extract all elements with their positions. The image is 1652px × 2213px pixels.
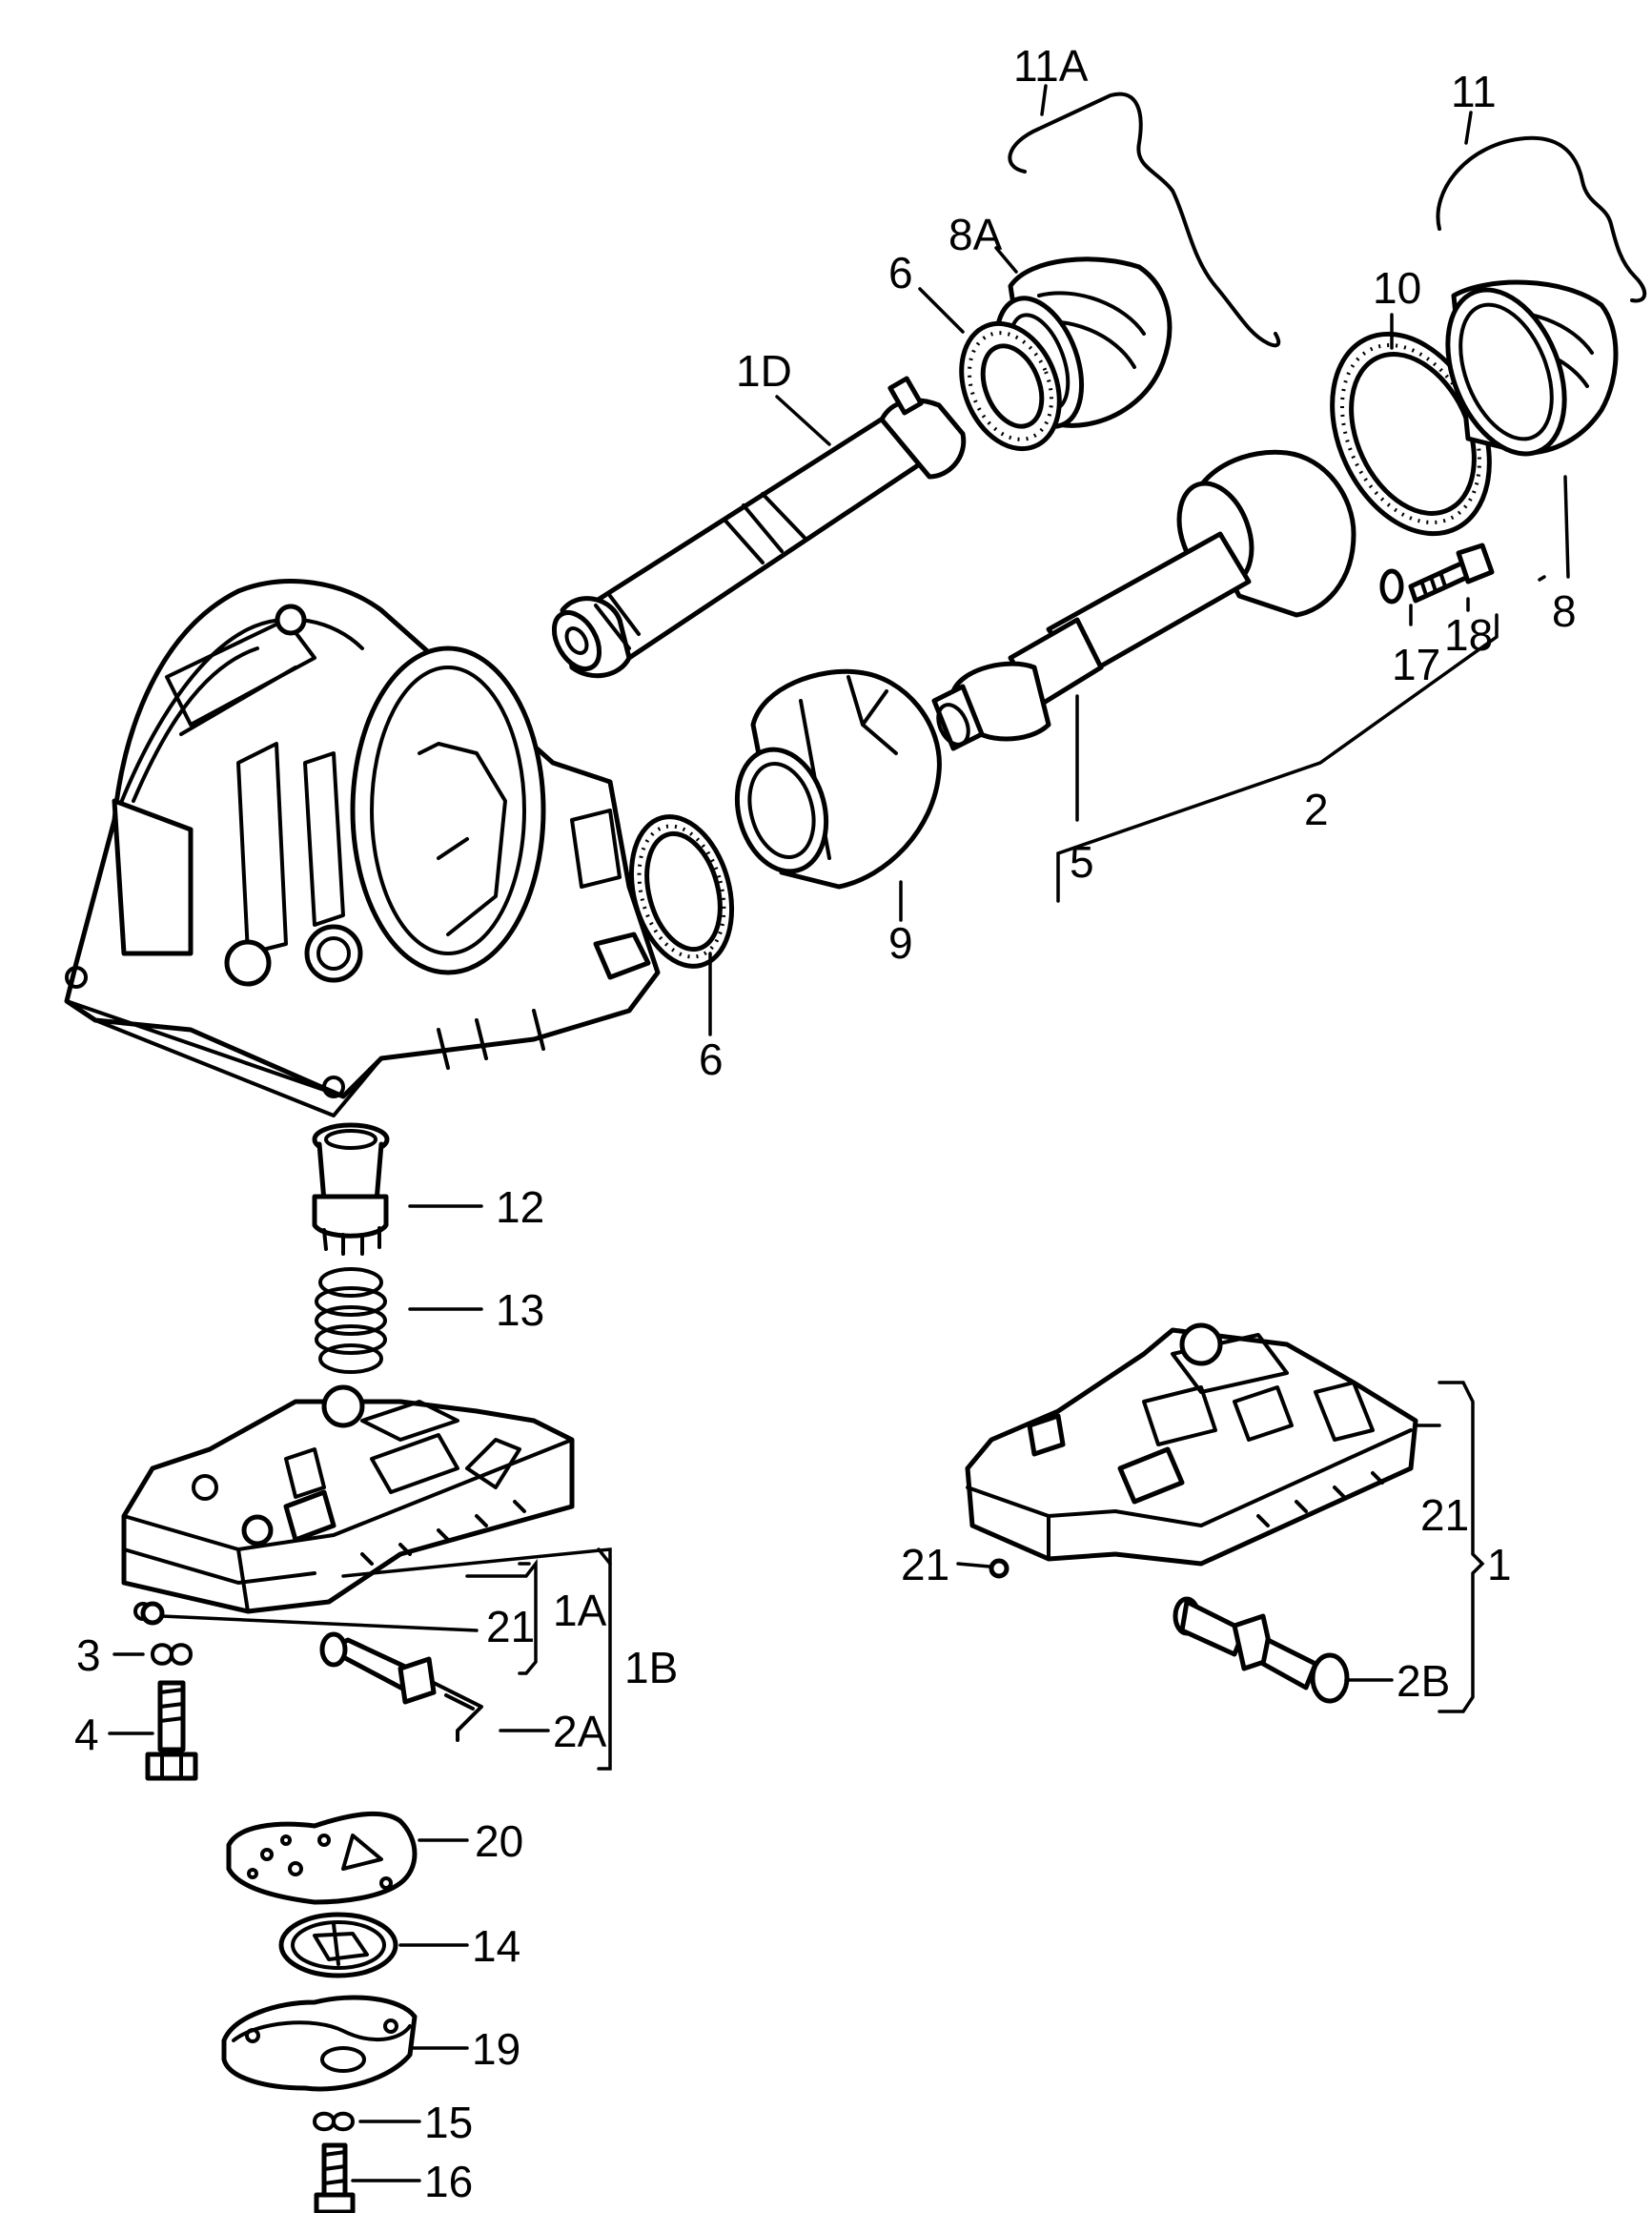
label-19: 19 bbox=[472, 2024, 520, 2074]
wire-clip-11a bbox=[1008, 92, 1281, 348]
label-20: 20 bbox=[475, 1816, 523, 1866]
label-1: 1 bbox=[1487, 1540, 1512, 1589]
bearing-9 bbox=[734, 668, 942, 890]
label-11: 11 bbox=[1451, 67, 1497, 116]
boot-8 bbox=[1445, 279, 1619, 457]
ball-21-right bbox=[989, 1558, 1010, 1579]
label-16: 16 bbox=[424, 2157, 473, 2206]
label-5: 5 bbox=[1070, 837, 1094, 887]
drive-gear-assembly-2 bbox=[931, 449, 1356, 751]
label-21-right-front: 21 bbox=[901, 1540, 949, 1589]
gasket-10 bbox=[1330, 331, 1492, 537]
label-4: 4 bbox=[74, 1710, 99, 1759]
shaft-1d bbox=[551, 376, 967, 679]
rod-2b bbox=[1173, 1596, 1350, 1704]
label-21-right-side: 21 bbox=[1420, 1490, 1469, 1540]
label-9: 9 bbox=[888, 918, 913, 968]
bolt-16 bbox=[314, 2142, 356, 2213]
valve-body-right bbox=[965, 1322, 1418, 1567]
label-17: 17 bbox=[1392, 640, 1440, 689]
valve-body-left bbox=[121, 1384, 575, 1621]
label-2: 2 bbox=[1304, 785, 1329, 834]
label-8: 8 bbox=[1552, 586, 1577, 636]
washer-3 bbox=[151, 1643, 193, 1666]
label-21-left: 21 bbox=[486, 1602, 535, 1651]
label-18: 18 bbox=[1444, 610, 1493, 660]
label-15: 15 bbox=[424, 2098, 473, 2147]
oil-pan-19 bbox=[221, 1995, 418, 2092]
bolt-4 bbox=[145, 1680, 198, 1781]
bolt-18-washer-17 bbox=[1379, 543, 1495, 604]
sleeve-12 bbox=[312, 1122, 390, 1256]
wire-clip-11 bbox=[1436, 135, 1647, 303]
washer-15 bbox=[313, 2111, 355, 2132]
gasket-6-top bbox=[959, 320, 1062, 452]
strainer-14 bbox=[278, 1912, 398, 1978]
label-10: 10 bbox=[1373, 263, 1421, 313]
label-6-top: 6 bbox=[888, 248, 913, 297]
label-8a: 8A bbox=[948, 210, 1003, 259]
transmission-housing bbox=[64, 579, 661, 1117]
label-3: 3 bbox=[76, 1630, 101, 1680]
label-2b: 2B bbox=[1397, 1656, 1450, 1706]
label-1b: 1B bbox=[624, 1643, 678, 1692]
label-1a: 1A bbox=[553, 1586, 607, 1635]
label-13: 13 bbox=[496, 1285, 544, 1335]
spring-13 bbox=[315, 1267, 387, 1374]
leader-lines bbox=[108, 84, 1570, 2182]
rod-2a bbox=[319, 1631, 483, 1742]
label-1d: 1D bbox=[736, 346, 792, 396]
label-12: 12 bbox=[496, 1182, 544, 1232]
label-2a: 2A bbox=[553, 1707, 607, 1756]
gasket-6-bottom bbox=[628, 814, 735, 969]
gasket-plate-20 bbox=[226, 1811, 418, 1905]
ball-21-left bbox=[140, 1601, 165, 1626]
part-labels: 11A 11 8A 6 1D 10 8 17 18 2 5 9 6 12 13 … bbox=[74, 41, 1577, 2206]
label-6-bottom: 6 bbox=[699, 1035, 724, 1084]
label-14: 14 bbox=[472, 1921, 520, 1971]
label-11a: 11A bbox=[1013, 41, 1089, 91]
